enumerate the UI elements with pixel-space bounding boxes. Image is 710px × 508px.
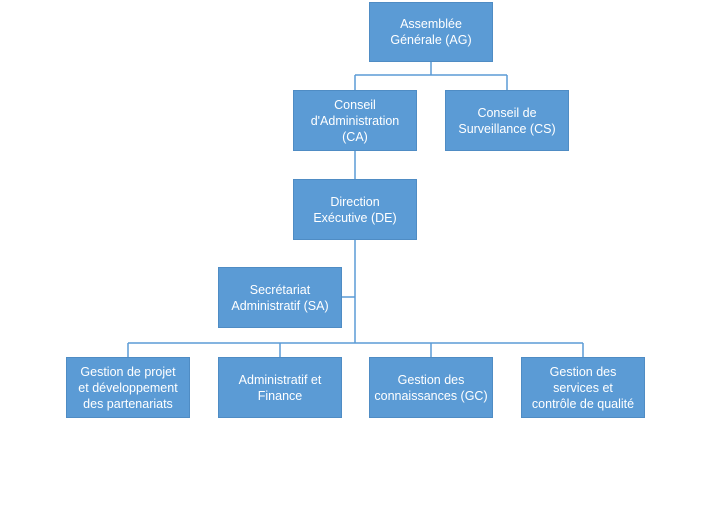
- node-gestion-projet: Gestion de projet et développement des p…: [66, 357, 190, 418]
- node-conseil-surveillance: Conseil de Surveillance (CS): [445, 90, 569, 151]
- node-secretariat-administratif: Secrétariat Administratif (SA): [218, 267, 342, 328]
- node-direction-executive: Direction Exécutive (DE): [293, 179, 417, 240]
- node-gestion-services-qualite: Gestion des services et contrôle de qual…: [521, 357, 645, 418]
- node-conseil-administration: Conseil d'Administration (CA): [293, 90, 417, 151]
- node-administratif-finance: Administratif et Finance: [218, 357, 342, 418]
- node-assemblee-generale: Assemblée Générale (AG): [369, 2, 493, 62]
- node-gestion-connaissances: Gestion des connaissances (GC): [369, 357, 493, 418]
